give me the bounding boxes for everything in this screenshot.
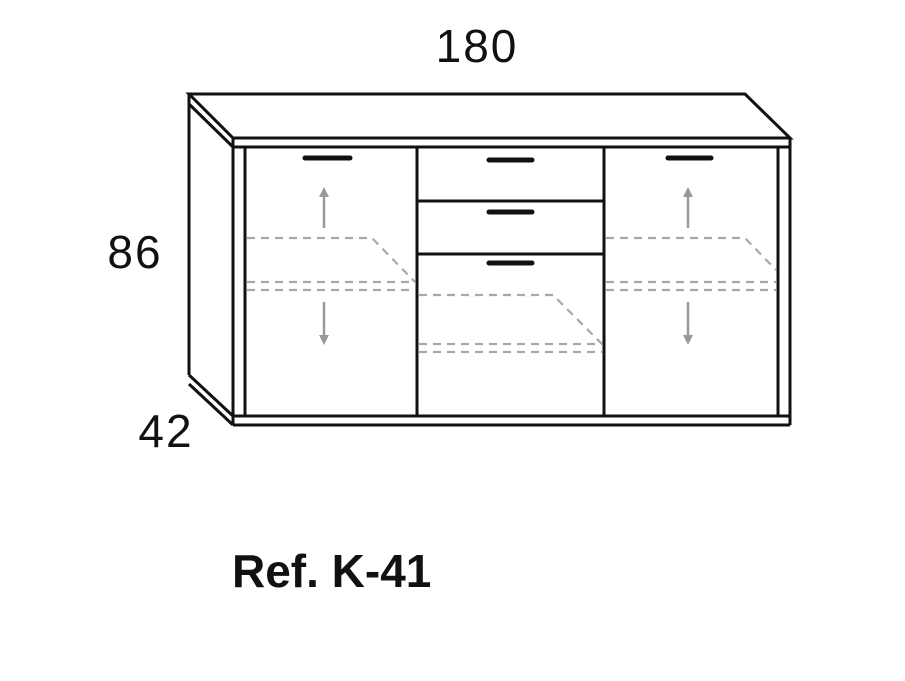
cabinet-top <box>185 92 794 140</box>
right-shelf-top <box>606 236 777 271</box>
left-shelf-top <box>247 236 416 283</box>
left-side-bottom-edge <box>187 373 235 418</box>
reference-code: Ref. K-41 <box>232 545 432 597</box>
handles <box>302 155 714 266</box>
cabinet-outline <box>185 92 794 427</box>
left-side-plinth-edge <box>187 382 235 427</box>
left-side-top-edge <box>187 102 235 149</box>
depth-dimension-label: 42 <box>138 405 193 457</box>
shelf-adjust-arrows <box>319 187 693 345</box>
width-dimension-label: 180 <box>436 20 519 72</box>
height-dimension-label: 86 <box>107 226 162 278</box>
center-shelf-top <box>419 293 603 345</box>
adjustable-shelves <box>247 236 777 354</box>
